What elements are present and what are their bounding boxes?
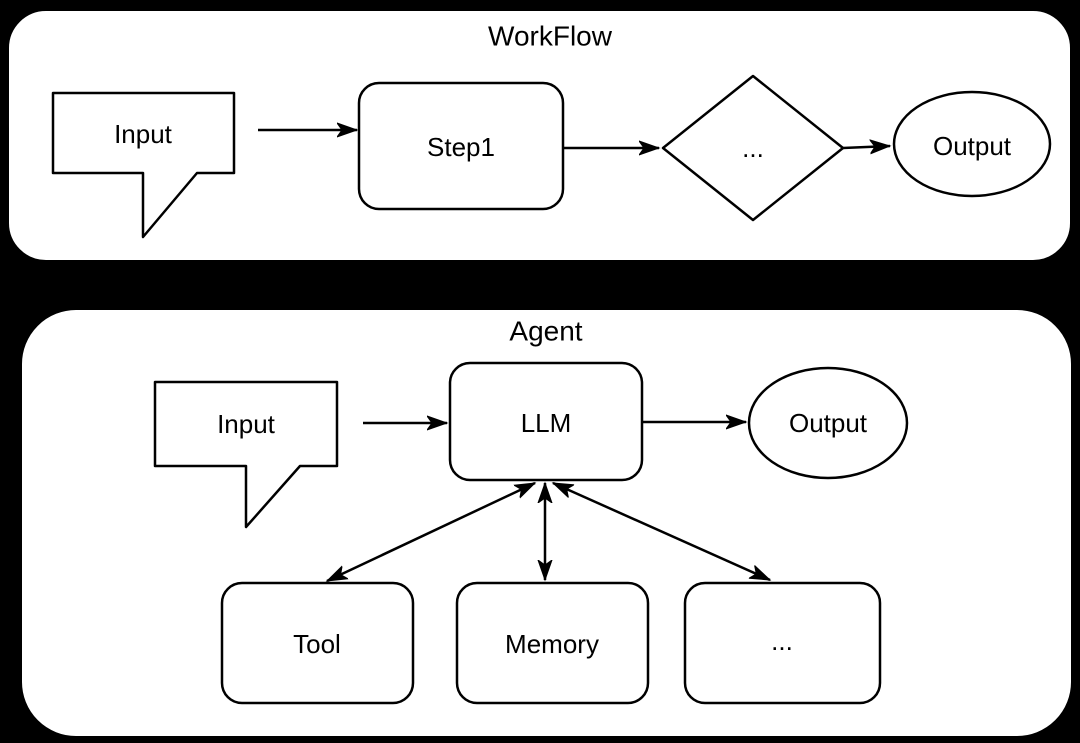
agent-tool-label: Tool bbox=[293, 629, 341, 659]
agent-output-node bbox=[747, 366, 909, 480]
workflow-decision-label: ... bbox=[742, 133, 764, 163]
agent-more-label: ... bbox=[771, 626, 793, 656]
agent-memory-node bbox=[455, 581, 650, 705]
agent-panel: Agent Input LLM Output Tool Memory ... bbox=[20, 308, 1073, 738]
agent-more-node bbox=[683, 581, 882, 705]
agent-arrow-llm-more bbox=[553, 481, 770, 582]
agent-arrow-llm-tool bbox=[327, 481, 535, 583]
workflow-panel: WorkFlow Input Step1 ... Output bbox=[7, 9, 1072, 262]
workflow-input-label: Input bbox=[114, 119, 173, 149]
agent-panel-title: Agent bbox=[509, 316, 582, 347]
workflow-step1-label: Step1 bbox=[427, 132, 495, 162]
workflow-panel-title: WorkFlow bbox=[488, 21, 613, 52]
agent-llm-label: LLM bbox=[521, 408, 572, 438]
agent-output-label: Output bbox=[789, 408, 868, 438]
workflow-input-node bbox=[51, 91, 236, 239]
agent-memory-label: Memory bbox=[505, 629, 599, 659]
agent-input-label: Input bbox=[217, 409, 276, 439]
workflow-arrow-decision-output bbox=[842, 146, 890, 148]
agent-tool-node bbox=[220, 581, 415, 705]
workflow-output-label: Output bbox=[933, 131, 1012, 161]
agent-input-node bbox=[153, 380, 339, 529]
workflow-output-node bbox=[892, 90, 1052, 198]
workflow-step1-node bbox=[357, 81, 565, 211]
